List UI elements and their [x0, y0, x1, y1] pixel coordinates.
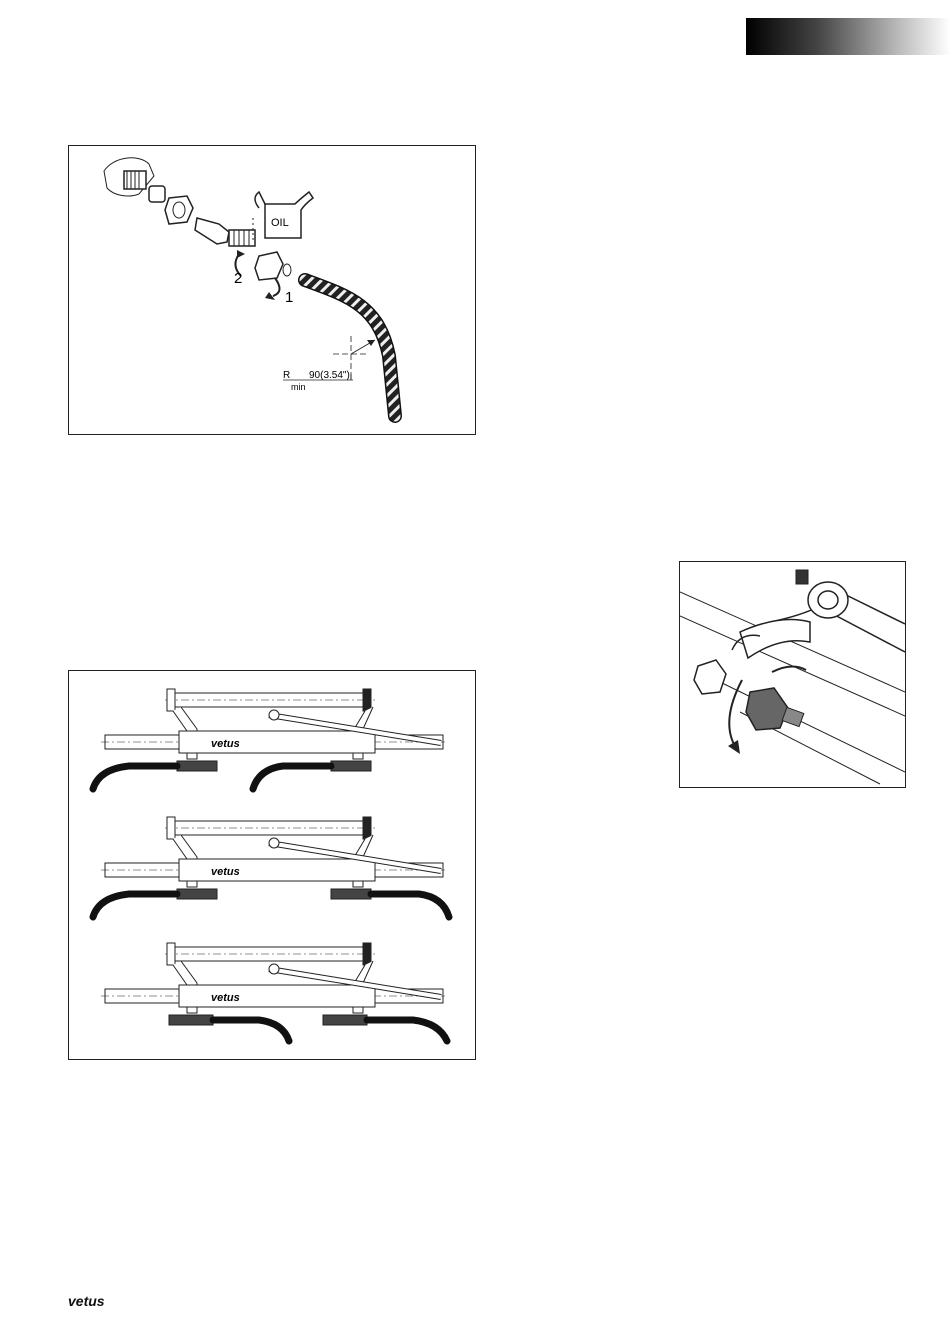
hex-nut-left	[694, 660, 726, 694]
figure-hose-fitting-assembly: OIL 2 1 R min 90(3.54")	[68, 145, 476, 435]
arrangement-2: vetus	[93, 817, 449, 917]
hose-socket	[255, 252, 283, 280]
step-one-label: 1	[285, 289, 293, 306]
hose-fitting-illustration: OIL 2 1 R min 90(3.54")	[69, 146, 475, 434]
vetus-logo-mark: vetus	[68, 1290, 120, 1310]
radius-symbol: R	[283, 370, 290, 381]
rotation-arrow-1	[273, 278, 280, 296]
step-two-label: 2	[234, 270, 242, 287]
arrangement-3: vetus	[101, 943, 447, 1041]
insert-nipple	[195, 218, 229, 244]
brand-mark-1: vetus	[211, 738, 240, 750]
section-tab-gradient	[746, 18, 950, 55]
olive-ring	[149, 186, 165, 202]
footer-vetus-logo: vetus	[68, 1290, 120, 1310]
radius-subscript: min	[291, 382, 306, 392]
fitting-detail-illustration	[680, 562, 905, 787]
radius-value: 90(3.54")	[309, 370, 350, 381]
footer-logo-text: vetus	[68, 1293, 105, 1309]
cylinder-arrangements-illustration: vetus vetus	[69, 671, 475, 1059]
hose-fitting-nut	[746, 688, 788, 730]
figure-fitting-tightening-detail	[679, 561, 906, 788]
oil-label: OIL	[271, 217, 289, 229]
union-nut	[165, 196, 193, 224]
braided-hose	[305, 280, 395, 416]
brand-mark-2: vetus	[211, 866, 240, 878]
figure-cylinder-hose-arrangements: vetus vetus	[68, 670, 476, 1060]
brand-mark-3: vetus	[211, 992, 240, 1004]
bolt-head	[796, 570, 808, 584]
oil-can	[265, 192, 313, 238]
arrangement-1: vetus	[93, 689, 447, 789]
tightening-arrow	[729, 680, 742, 748]
